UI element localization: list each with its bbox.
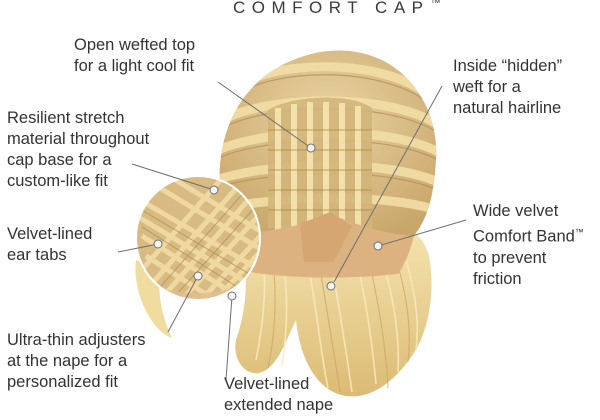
title-text: COMFORT CAP	[233, 0, 430, 17]
main-cap-interior	[219, 50, 437, 278]
callout-adjusters: Ultra-thin adjusters at the nape for a p…	[7, 331, 146, 391]
leader-adjusters	[167, 275, 199, 333]
leader-open-wefted	[217, 81, 312, 149]
leader-ear-tabs	[117, 243, 159, 253]
dot-comfort-band	[373, 241, 383, 251]
dot-nape	[227, 291, 237, 301]
dot-hidden-weft	[326, 281, 336, 291]
comfort-band-trademark: ™	[574, 227, 584, 237]
dot-ear-tabs	[153, 239, 163, 249]
callout-open-wefted-top: Open wefted top for a light cool fit	[74, 36, 196, 75]
diagram-title: COMFORT CAP™	[233, 0, 441, 18]
callout-extended-nape: Velvet-lined extended nape	[224, 375, 334, 414]
callout-hidden-weft: Inside “hidden” weft for a natural hairl…	[453, 57, 563, 117]
leader-stretch	[131, 163, 215, 191]
leader-comfort-band	[377, 219, 467, 247]
title-trademark: ™	[430, 0, 441, 10]
dot-open-wefted	[306, 143, 316, 153]
leader-hidden-weft	[333, 85, 443, 283]
marker-dots	[153, 143, 383, 301]
callout-ear-tabs: Velvet-lined ear tabs	[7, 225, 93, 264]
dot-stretch	[209, 185, 219, 195]
dot-adjusters	[193, 271, 203, 281]
inset-cap-detail	[135, 175, 261, 338]
leader-lines	[117, 81, 467, 381]
callout-comfort-band: Wide velvet Comfort Band™ to prevent fri…	[473, 201, 584, 290]
leader-nape	[225, 295, 233, 381]
comfort-band-text: Wide velvet Comfort Band	[473, 202, 575, 246]
callout-stretch-material: Resilient stretch material throughout ca…	[7, 109, 150, 190]
comfort-band-text-end: to prevent friction	[473, 248, 547, 288]
